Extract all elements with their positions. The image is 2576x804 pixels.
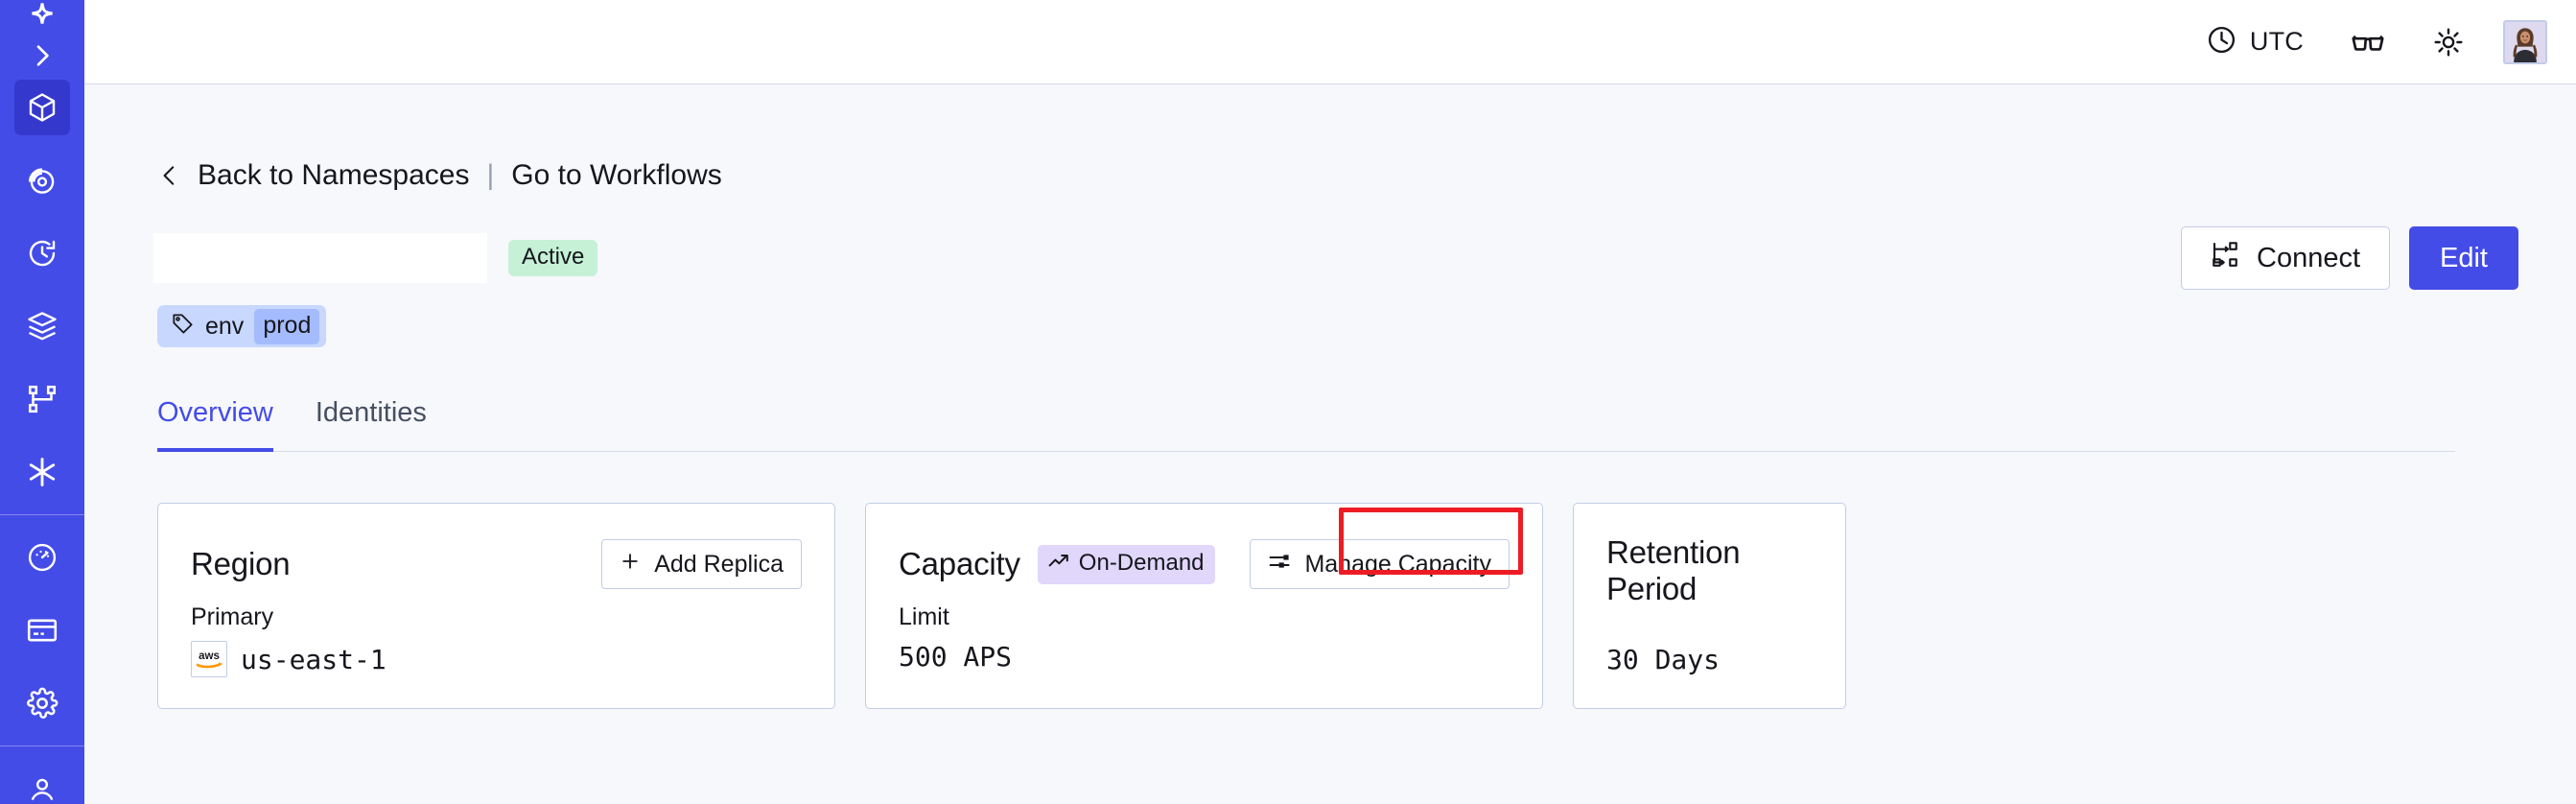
breadcrumb-back-link[interactable]: Back to Namespaces <box>198 159 470 191</box>
sidebar-expand-toggle[interactable] <box>0 40 84 71</box>
retention-card-title: Retention Period <box>1606 534 1741 606</box>
sun-icon[interactable] <box>2432 26 2465 59</box>
capacity-card-title: Capacity <box>899 546 1020 581</box>
sidebar-item-settings[interactable] <box>14 675 70 731</box>
top-bar: UTC <box>84 0 2576 84</box>
temporal-logo-icon[interactable] <box>0 0 84 40</box>
capacity-card-header: Capacity On-Demand <box>899 508 1523 594</box>
plus-icon <box>620 551 641 579</box>
connect-button-label: Connect <box>2257 242 2361 273</box>
trending-up-icon <box>1047 550 1070 578</box>
capacity-limit-value: 500 APS <box>899 641 1013 673</box>
tab-identities[interactable]: Identities <box>315 397 427 428</box>
connect-network-icon <box>2211 240 2239 276</box>
aws-logo: aws <box>191 641 227 677</box>
retention-card: Retention Period 30 Days <box>1573 503 1846 709</box>
main-sidebar <box>0 0 84 804</box>
sidebar-item-billing[interactable] <box>14 603 70 658</box>
breadcrumb-separator: | <box>486 159 495 191</box>
region-primary-label: Primary <box>191 603 274 630</box>
tag-key: env <box>205 312 245 340</box>
tag-value: prod <box>254 308 320 344</box>
manage-capacity-button[interactable]: Manage Capacity <box>1250 539 1510 589</box>
sidebar-divider-2 <box>0 745 84 746</box>
sidebar-divider-1 <box>0 514 84 515</box>
sidebar-primary-group <box>14 71 70 508</box>
capacity-limit-label: Limit <box>899 603 949 630</box>
tag-row: env prod <box>157 305 2518 347</box>
timezone-selector[interactable]: UTC <box>2206 24 2304 60</box>
capacity-card: Capacity On-Demand <box>865 503 1543 709</box>
connect-button[interactable]: Connect <box>2181 226 2391 290</box>
clock-icon <box>2206 24 2237 60</box>
sliders-icon <box>1268 550 1291 579</box>
svg-text:aws: aws <box>199 650 220 662</box>
page-content: Back to Namespaces | Go to Workflows Act… <box>84 84 2576 804</box>
breadcrumb: Back to Namespaces | Go to Workflows <box>157 159 2518 192</box>
sidebar-item-history[interactable] <box>14 225 70 281</box>
sidebar-item-namespaces[interactable] <box>14 80 70 135</box>
chevron-left-icon[interactable] <box>157 160 182 191</box>
retention-value: 30 Days <box>1606 644 1721 675</box>
sidebar-item-schedules[interactable] <box>14 371 70 427</box>
glasses-icon[interactable] <box>2350 24 2386 60</box>
tag-icon <box>171 312 195 341</box>
region-card-title: Region <box>191 546 291 581</box>
sidebar-item-observability[interactable] <box>14 153 70 208</box>
status-badge: Active <box>508 240 598 276</box>
sidebar-secondary-group <box>14 521 70 740</box>
tab-bar: Overview Identities <box>157 397 2455 452</box>
main-area: UTC <box>84 0 2576 804</box>
tab-overview[interactable]: Overview <box>157 397 273 452</box>
header-actions: Connect Edit <box>2181 226 2518 290</box>
sidebar-item-batch-operations[interactable] <box>14 298 70 354</box>
capacity-mode-badge: On-Demand <box>1037 544 1215 584</box>
breadcrumb-workflows-link[interactable]: Go to Workflows <box>511 159 722 191</box>
region-value-row: aws us-east-1 <box>191 641 802 677</box>
sidebar-item-nexus[interactable] <box>14 444 70 500</box>
sidebar-item-account[interactable] <box>14 761 70 804</box>
overview-cards: Region Add Replica Primary <box>157 503 2518 709</box>
region-card-header: Region Add Replica <box>191 534 802 594</box>
region-card: Region Add Replica Primary <box>157 503 835 709</box>
capacity-mode-label: On-Demand <box>1078 550 1205 576</box>
edit-button[interactable]: Edit <box>2409 226 2518 290</box>
namespace-tag[interactable]: env prod <box>157 305 327 347</box>
timezone-label: UTC <box>2249 27 2304 56</box>
avatar[interactable] <box>2503 19 2547 64</box>
manage-capacity-label: Manage Capacity <box>1304 550 1491 578</box>
namespace-header-row: Active <box>153 226 2518 290</box>
sidebar-account-group <box>14 752 70 804</box>
sidebar-item-usage[interactable] <box>14 530 70 585</box>
retention-card-header: Retention Period <box>1606 534 1813 607</box>
add-replica-label: Add Replica <box>654 550 784 578</box>
page-title <box>153 233 487 283</box>
region-value: us-east-1 <box>241 643 386 675</box>
add-replica-button[interactable]: Add Replica <box>601 539 802 589</box>
